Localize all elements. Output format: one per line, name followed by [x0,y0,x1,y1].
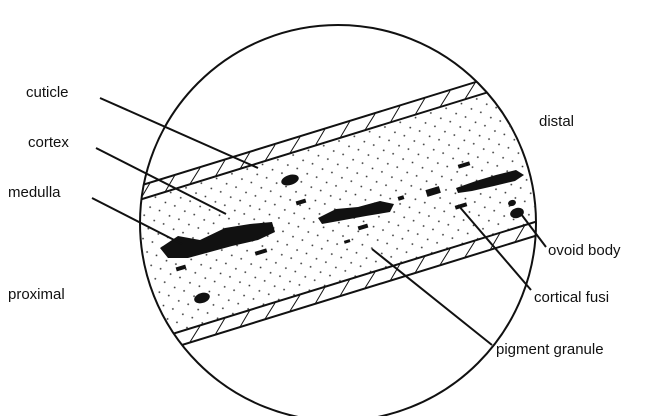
cortical-fusi-label: cortical fusi [534,289,609,306]
pigment-granule-label: pigment granule [496,341,604,358]
distal-label: distal [539,113,574,130]
cuticle-leader [100,98,258,168]
cortex-label: cortex [28,134,69,151]
hair-shaft [100,56,590,361]
pigment-granule-leader [372,249,492,345]
ovoid-body-label: ovoid body [548,242,621,259]
medulla-label: medulla [8,184,61,201]
proximal-label: proximal [8,286,65,303]
cuticle-label: cuticle [26,84,69,101]
